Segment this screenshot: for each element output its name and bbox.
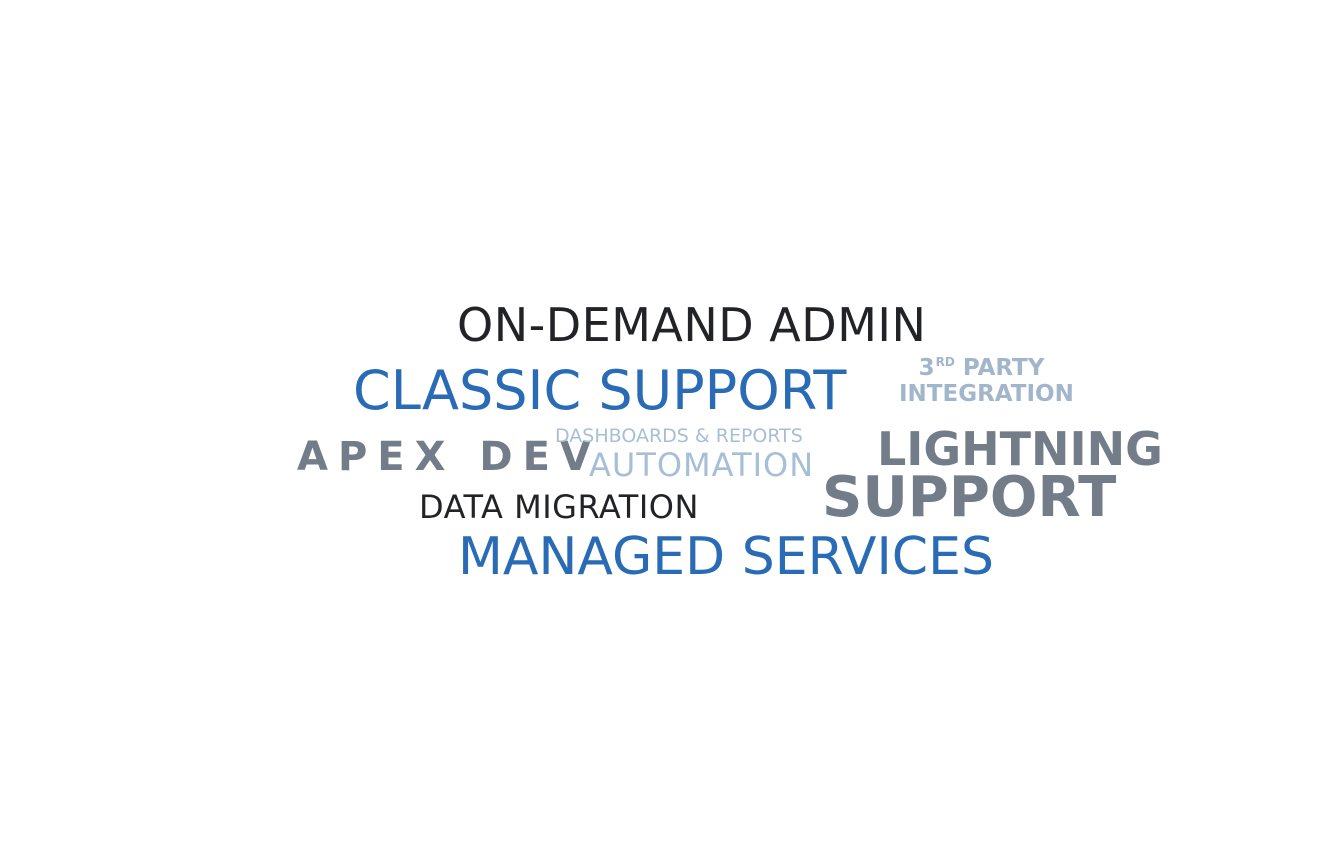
word-apex-dev: APEX DEV	[297, 434, 601, 480]
word-third-party-integration: 3RD PARTY INTEGRATION	[899, 355, 1074, 408]
word-automation: AUTOMATION	[589, 446, 815, 484]
third-party-label: PARTY	[954, 355, 1045, 381]
word-lightning: LIGHTNING	[877, 422, 1163, 476]
word-support: SUPPORT	[822, 465, 1117, 530]
third-party-ordinal: RD	[935, 355, 955, 369]
third-party-number: 3	[918, 355, 935, 381]
word-dashboards-reports: DASHBOARDS & REPORTS	[555, 425, 803, 447]
word-classic-support: CLASSIC SUPPORT	[353, 359, 847, 422]
word-managed-services: MANAGED SERVICES	[458, 527, 994, 587]
integration-line: INTEGRATION	[899, 380, 1074, 407]
word-on-demand-admin: ON-DEMAND ADMIN	[457, 298, 927, 352]
word-data-migration: DATA MIGRATION	[419, 488, 699, 526]
third-party-line: 3RD PARTY	[899, 355, 1064, 382]
